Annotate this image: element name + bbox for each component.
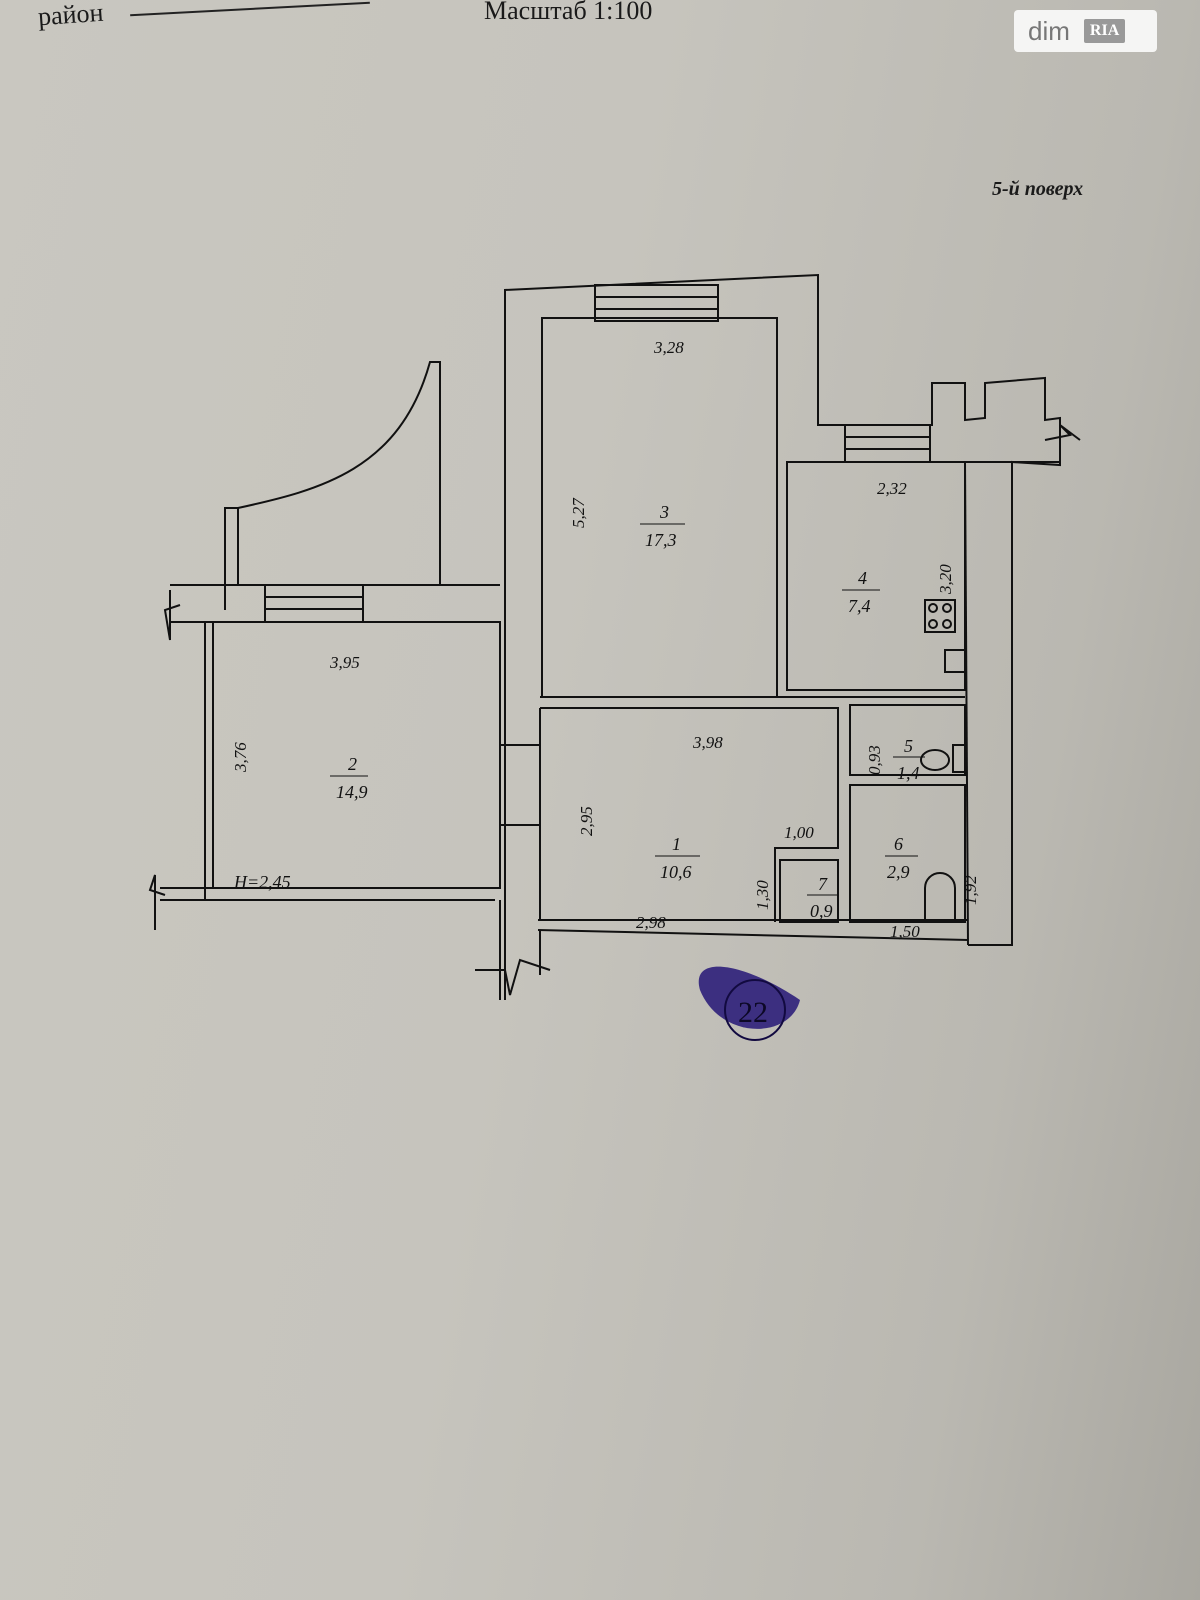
svg-text:2: 2 <box>348 754 357 774</box>
ceiling-height: H=2,45 <box>233 872 291 892</box>
scale-label: Масштаб 1:100 <box>484 0 653 25</box>
svg-text:4: 4 <box>858 568 867 588</box>
watermark-brand: dim <box>1028 15 1070 46</box>
dim-r6-bath: 1,92 <box>961 875 980 905</box>
svg-text:7,4: 7,4 <box>848 596 871 616</box>
dim-r5-length: 0,93 <box>865 745 884 775</box>
dim-r6-width: 1,50 <box>890 922 920 941</box>
svg-text:5: 5 <box>904 736 913 756</box>
svg-text:22: 22 <box>738 996 768 1029</box>
room-1-label: 1 10,6 <box>655 834 700 882</box>
svg-text:17,3: 17,3 <box>645 530 677 550</box>
room-5-label: 5 1,4 <box>893 736 925 783</box>
dim-r1-length: 2,95 <box>577 806 596 836</box>
dim-r1-width-top: 3,98 <box>692 733 723 752</box>
dim-r1-width-bottom: 2,98 <box>636 913 666 932</box>
room-7-label: 7 0,9 <box>807 874 838 921</box>
dim-r2-width: 3,95 <box>329 653 360 672</box>
dim-r7-length: 1,30 <box>753 880 772 910</box>
svg-text:2,9: 2,9 <box>887 862 910 882</box>
dim-r2-length: 3,76 <box>231 742 250 773</box>
svg-text:1: 1 <box>672 834 681 854</box>
dim-r4-length: 3,20 <box>936 564 955 595</box>
watermark-badge: RIA <box>1083 19 1126 43</box>
room-3-label: 3 17,3 <box>640 502 685 550</box>
floor-label: 5-й поверх <box>992 178 1084 200</box>
dim-r3-width: 3,28 <box>653 338 684 357</box>
dim-r4-width: 2,32 <box>877 479 907 498</box>
svg-text:7: 7 <box>818 874 828 894</box>
watermark-logo: dim RIA <box>1014 10 1157 52</box>
svg-text:1,4: 1,4 <box>897 763 920 783</box>
walls <box>148 273 1081 1000</box>
room-6-label: 6 2,9 <box>885 834 918 882</box>
svg-text:0,9: 0,9 <box>810 901 833 921</box>
dim-r7-width: 1,00 <box>784 823 814 842</box>
dim-r3-length: 5,27 <box>569 497 588 528</box>
room-2-label: 2 14,9 <box>330 754 368 802</box>
svg-text:6: 6 <box>894 834 903 854</box>
svg-text:10,6: 10,6 <box>660 862 692 882</box>
svg-text:14,9: 14,9 <box>336 782 368 802</box>
svg-text:3: 3 <box>659 502 669 522</box>
apartment-number-stamp: 22 <box>698 966 800 1041</box>
room-4-label: 4 7,4 <box>842 568 880 616</box>
